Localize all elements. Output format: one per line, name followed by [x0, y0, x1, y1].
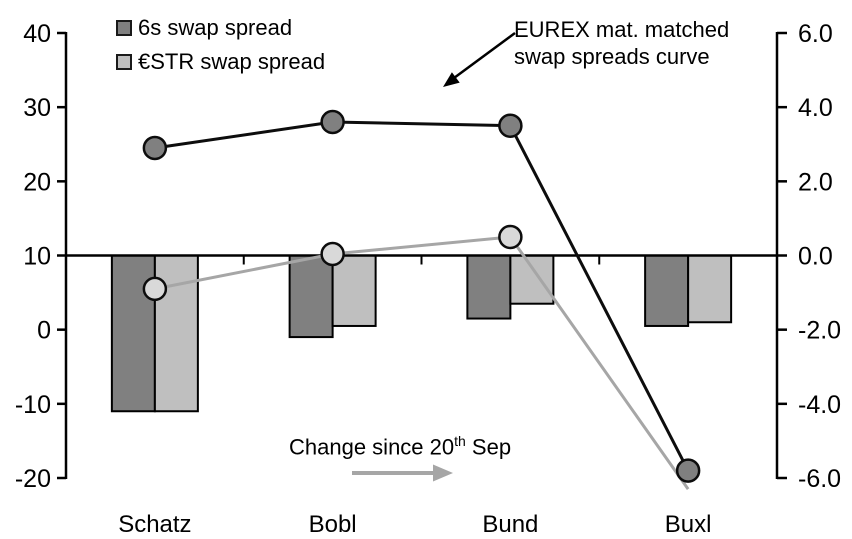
- category-label-bobl: Bobl: [309, 511, 357, 538]
- left-axis-tick-label: -10: [15, 391, 51, 419]
- right-axis-tick-label: -4.0: [798, 391, 841, 419]
- change-since-suffix: Sep: [465, 434, 512, 460]
- legend-swatch-6s-icon: [116, 20, 132, 36]
- marker-6s-curve-buxl: [675, 458, 701, 483]
- legend: 6s swap spread €STR swap spread: [116, 11, 325, 79]
- left-axis-tick-label: 30: [23, 94, 51, 122]
- bar-estr-buxl: [687, 254, 733, 324]
- change-since-superscript: th: [454, 433, 466, 449]
- annotation-arrow-head-icon: [443, 72, 460, 87]
- marker-6s-curve-bobl: [320, 109, 345, 135]
- right-axis-tick-label: -2.0: [798, 317, 841, 345]
- eurex-annotation: EUREX mat. matched swap spreads curve: [514, 16, 764, 70]
- bar-estr-bund: [509, 254, 555, 305]
- marker-estr-curve-bund: [498, 224, 523, 250]
- marker-estr-curve-bobl: [320, 241, 345, 267]
- legend-item-6s-swap-spread: 6s swap spread: [116, 11, 325, 45]
- legend-swatch-estr-icon: [116, 54, 132, 70]
- bar-estr-bobl: [331, 254, 377, 327]
- marker-6s-curve-bund: [498, 113, 523, 138]
- category-label-bund: Bund: [482, 511, 538, 538]
- legend-label-estr: €STR swap spread: [138, 49, 326, 74]
- category-label-schatz: Schatz: [118, 511, 191, 538]
- right-axis-tick-label: 2.0: [798, 168, 833, 196]
- left-axis-tick-label: 10: [23, 243, 51, 271]
- line-6s-curve: [154, 120, 690, 472]
- left-axis-tick-label: 0: [37, 317, 51, 345]
- right-axis-tick-label: -6.0: [798, 465, 841, 493]
- marker-estr-curve-schatz: [142, 276, 168, 302]
- change-since-text: Change since 20: [289, 434, 455, 460]
- annotation-arrow-line: [453, 31, 516, 80]
- left-axis-tick-label: 40: [23, 20, 51, 48]
- left-axis-tick-label: -20: [15, 465, 51, 493]
- left-axis-tick-label: 20: [23, 168, 51, 196]
- change-arrow-head-icon: [433, 464, 453, 482]
- eurex-annotation-line1: EUREX mat. matched: [514, 17, 730, 42]
- right-axis-tick-label: 4.0: [798, 94, 833, 122]
- eurex-annotation-line2: swap spreads curve: [514, 44, 710, 69]
- right-axis-tick-label: 0.0: [798, 243, 833, 271]
- category-label-buxl: Buxl: [665, 511, 712, 538]
- legend-item-estr-swap-spread: €STR swap spread: [116, 45, 325, 79]
- bar-6s-buxl: [644, 254, 690, 327]
- right-axis-tick-label: 6.0: [798, 20, 833, 48]
- legend-label-6s: 6s swap spread: [138, 15, 293, 40]
- line-estr-curve: [154, 235, 690, 490]
- marker-6s-curve-schatz: [142, 135, 168, 161]
- bar-6s-bund: [466, 254, 512, 320]
- bar-6s-bobl: [288, 254, 334, 339]
- change-since-label: Change since 20th Sep: [289, 433, 511, 460]
